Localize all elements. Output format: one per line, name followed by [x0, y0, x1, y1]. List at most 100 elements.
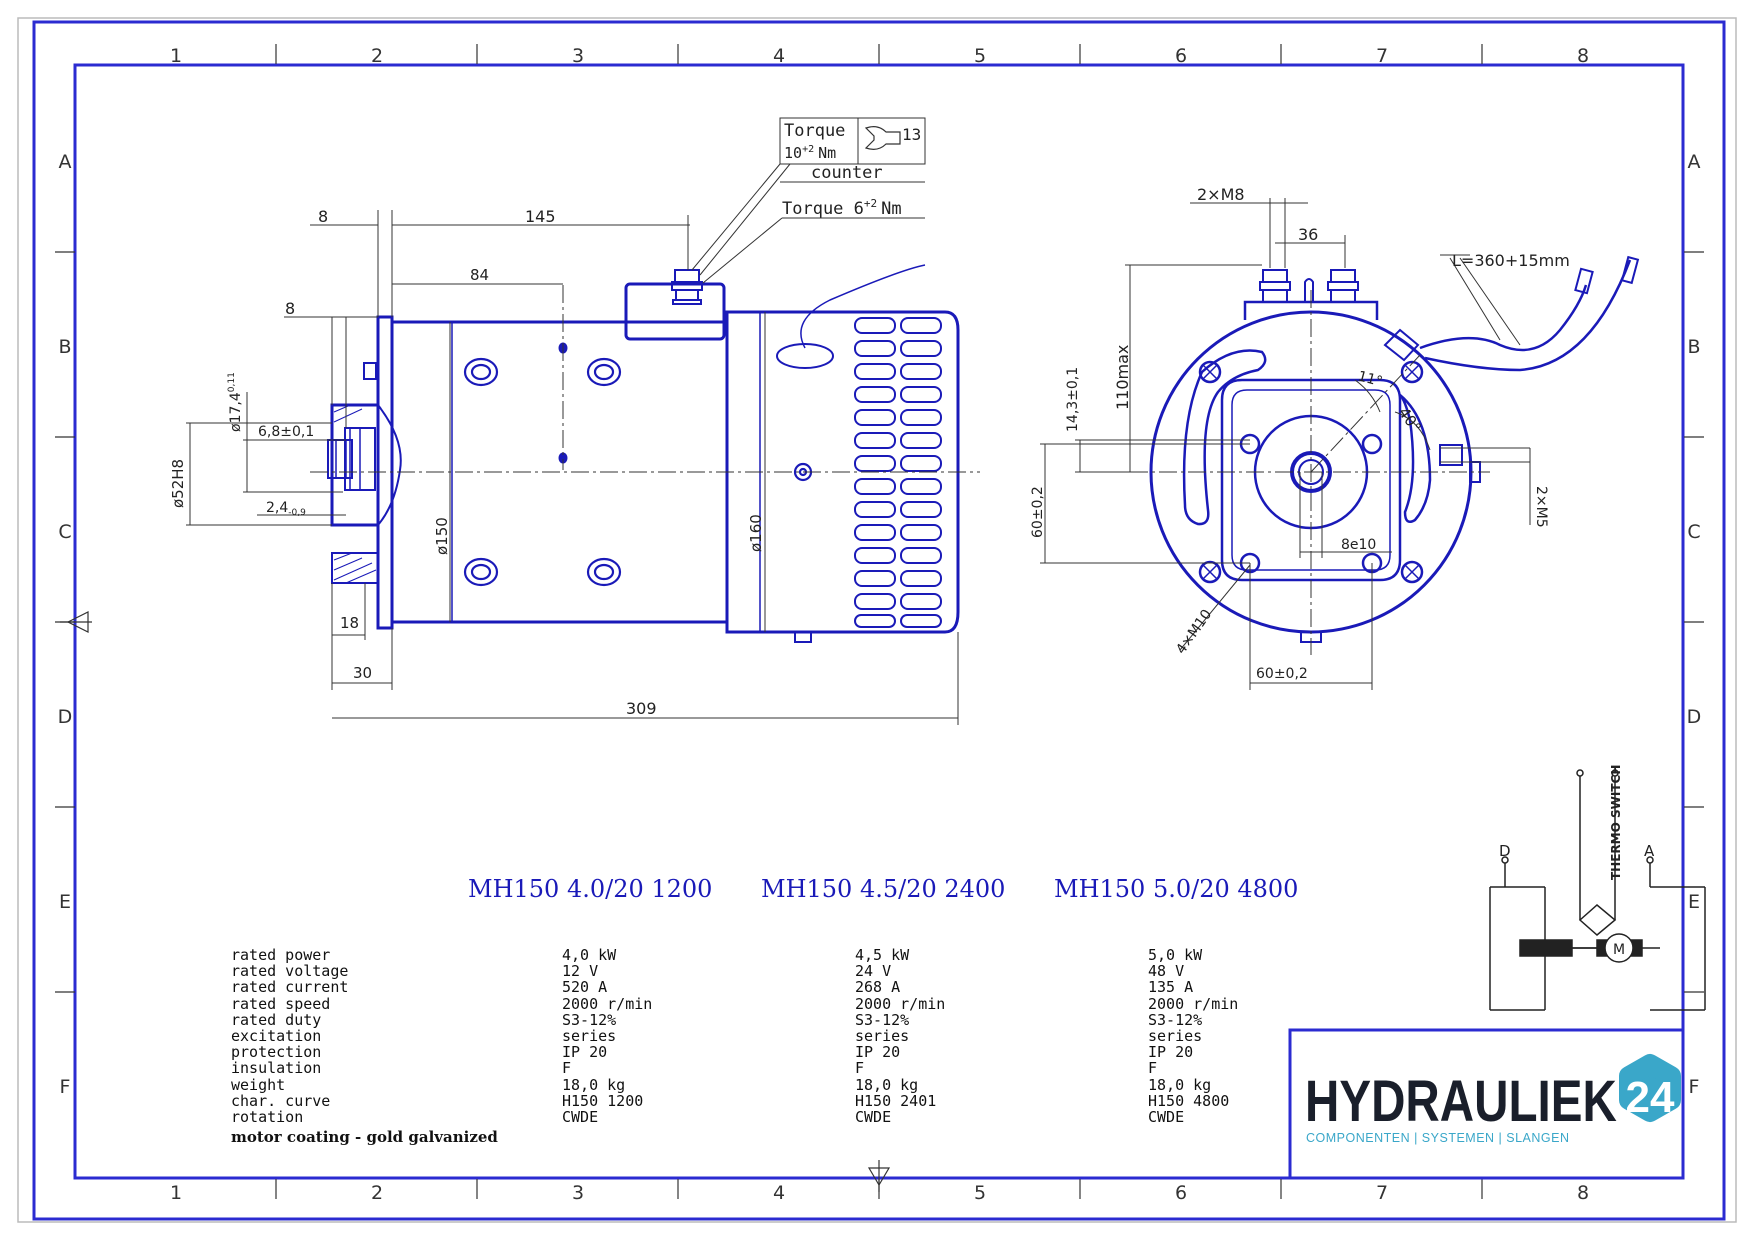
end-view [1149, 255, 1640, 643]
row-label-f-right: F [1689, 1076, 1700, 1098]
brand-tagline: COMPONENTEN | SYSTEMEN | SLANGEN [1306, 1131, 1570, 1145]
counter-label: counter [811, 163, 883, 183]
end-dimensions [1040, 198, 1531, 690]
dim-60-horizontal: 60±0,2 [1256, 666, 1308, 682]
row-label-e-right: E [1688, 891, 1700, 913]
spec-value: 268 A [855, 978, 901, 997]
col-label-4: 4 [773, 45, 785, 67]
col-label-7: 7 [1376, 45, 1388, 67]
col-label-5: 5 [974, 45, 986, 67]
spec-value: CWDE [855, 1108, 892, 1127]
spec-value: 18,0 kg [855, 1075, 919, 1094]
spec-value: CWDE [1148, 1108, 1185, 1127]
row-label-e: E [59, 891, 71, 913]
col-label-8-bottom: 8 [1577, 1182, 1589, 1204]
terminal-d-label: D [1499, 842, 1511, 860]
spec-label: protection [231, 1043, 322, 1062]
spec-value: 12 V [562, 962, 599, 981]
dim-cable-length: L=360+15mm [1452, 251, 1570, 270]
badge-icon [1619, 1054, 1681, 1122]
col-label-6: 6 [1175, 45, 1187, 67]
wiring-schematic [1489, 775, 1706, 1011]
spec-value: 48 V [1148, 962, 1185, 981]
dim-phi150: ø150 [433, 517, 451, 555]
row-label-b-right: B [1687, 336, 1700, 358]
variant-1-title: MH150 4.0/20 1200 [468, 875, 713, 903]
spec-value: S3-12% [855, 1010, 910, 1029]
brand-badge: 24 [1613, 1060, 1687, 1134]
spec-value: IP 20 [562, 1043, 608, 1062]
dim-18: 18 [340, 614, 359, 632]
spec-value: CWDE [562, 1108, 599, 1127]
col-label-2: 2 [371, 45, 383, 67]
centerlines-side [310, 285, 980, 473]
spec-value: F [855, 1059, 865, 1078]
spec-value: 18,0 kg [562, 1075, 626, 1094]
spec-value: S3-12% [1148, 1010, 1203, 1029]
spec-value: 5,0 kW [1148, 946, 1203, 964]
spec-value: 4,0 kW [562, 946, 617, 964]
spec-value: H150 1200 [562, 1091, 644, 1110]
spec-label: weight [231, 1075, 286, 1094]
spec-label: excitation [231, 1027, 322, 1046]
row-label-b: B [58, 336, 71, 358]
side-view [327, 264, 960, 643]
spec-value: 2000 r/min [562, 994, 653, 1013]
motor-symbol-label: M [1613, 942, 1625, 958]
spec-value: H150 2401 [855, 1091, 937, 1110]
dim-60-vertical: 60±0,2 [1030, 486, 1046, 538]
spec-value: F [1148, 1059, 1158, 1078]
col-label-4-bottom: 4 [773, 1182, 785, 1204]
dim-84: 84 [470, 266, 489, 284]
row-label-a: A [59, 151, 72, 173]
row-label-f: F [60, 1076, 71, 1098]
dim-4xm10: 4×M10 [1173, 607, 1215, 658]
col-label-5-bottom: 5 [974, 1182, 986, 1204]
dim-phi52: ø52H8 [169, 459, 187, 508]
dim-30: 30 [353, 664, 372, 682]
dim-309: 309 [626, 699, 657, 718]
section-hatch [333, 405, 377, 584]
spec-values-variant-3: 5,0 kW 48 V 135 A 2000 r/min S3-12% seri… [1148, 947, 1238, 1125]
spec-value: 2000 r/min [1148, 994, 1239, 1013]
row-label-a-right: A [1688, 151, 1701, 173]
spec-value: series [562, 1027, 617, 1046]
variant-3-title: MH150 5.0/20 4800 [1054, 875, 1299, 903]
spec-value: IP 20 [1148, 1043, 1194, 1062]
spec-label: rated duty [231, 1010, 322, 1029]
spec-value: H150 4800 [1148, 1091, 1230, 1110]
row-label-d: D [58, 706, 73, 728]
spec-label: insulation [231, 1059, 322, 1078]
dim-36: 36 [1298, 225, 1318, 244]
col-label-3: 3 [572, 45, 584, 67]
col-label-8: 8 [1577, 45, 1589, 67]
col-label-2-bottom: 2 [371, 1182, 383, 1204]
coating-note: motor coating - gold galvanized [231, 1128, 498, 1146]
col-label-7-bottom: 7 [1376, 1182, 1388, 1204]
spec-value: 2000 r/min [855, 994, 946, 1013]
side-dimensions [186, 210, 959, 725]
spec-value: 18,0 kg [1148, 1075, 1212, 1094]
row-label-c-right: C [1687, 521, 1700, 543]
spec-values-variant-1: 4,0 kW 12 V 520 A 2000 r/min S3-12% seri… [562, 947, 652, 1125]
spec-value: S3-12% [562, 1010, 617, 1029]
title-block [1288, 1028, 1685, 1180]
dim-2xm8: 2×M8 [1197, 185, 1245, 204]
dim-2-4: 2,4-0,9 [266, 500, 306, 518]
zone-ticks [55, 44, 1704, 1199]
dim-2xm5: 2×M5 [1533, 486, 1549, 528]
spec-label: rotation [231, 1108, 304, 1127]
spec-value: 4,5 kW [855, 946, 910, 964]
thermo-switch-label: THERMO SWITCH [1609, 765, 1623, 880]
spec-label: rated power [231, 946, 331, 964]
spec-labels: rated power rated voltage rated current … [231, 947, 348, 1125]
spec-value: 24 V [855, 962, 892, 981]
row-label-c: C [58, 521, 71, 543]
spec-value: IP 20 [855, 1043, 901, 1062]
torque-leaders [691, 117, 926, 284]
company-logo: HYDRAULIEK 24 COMPONENTEN | SYSTEMEN | S… [1290, 1030, 1683, 1178]
dim-8-top: 8 [318, 207, 328, 226]
spec-value: 520 A [562, 978, 608, 997]
dim-11-deg: 11° [1356, 368, 1384, 390]
